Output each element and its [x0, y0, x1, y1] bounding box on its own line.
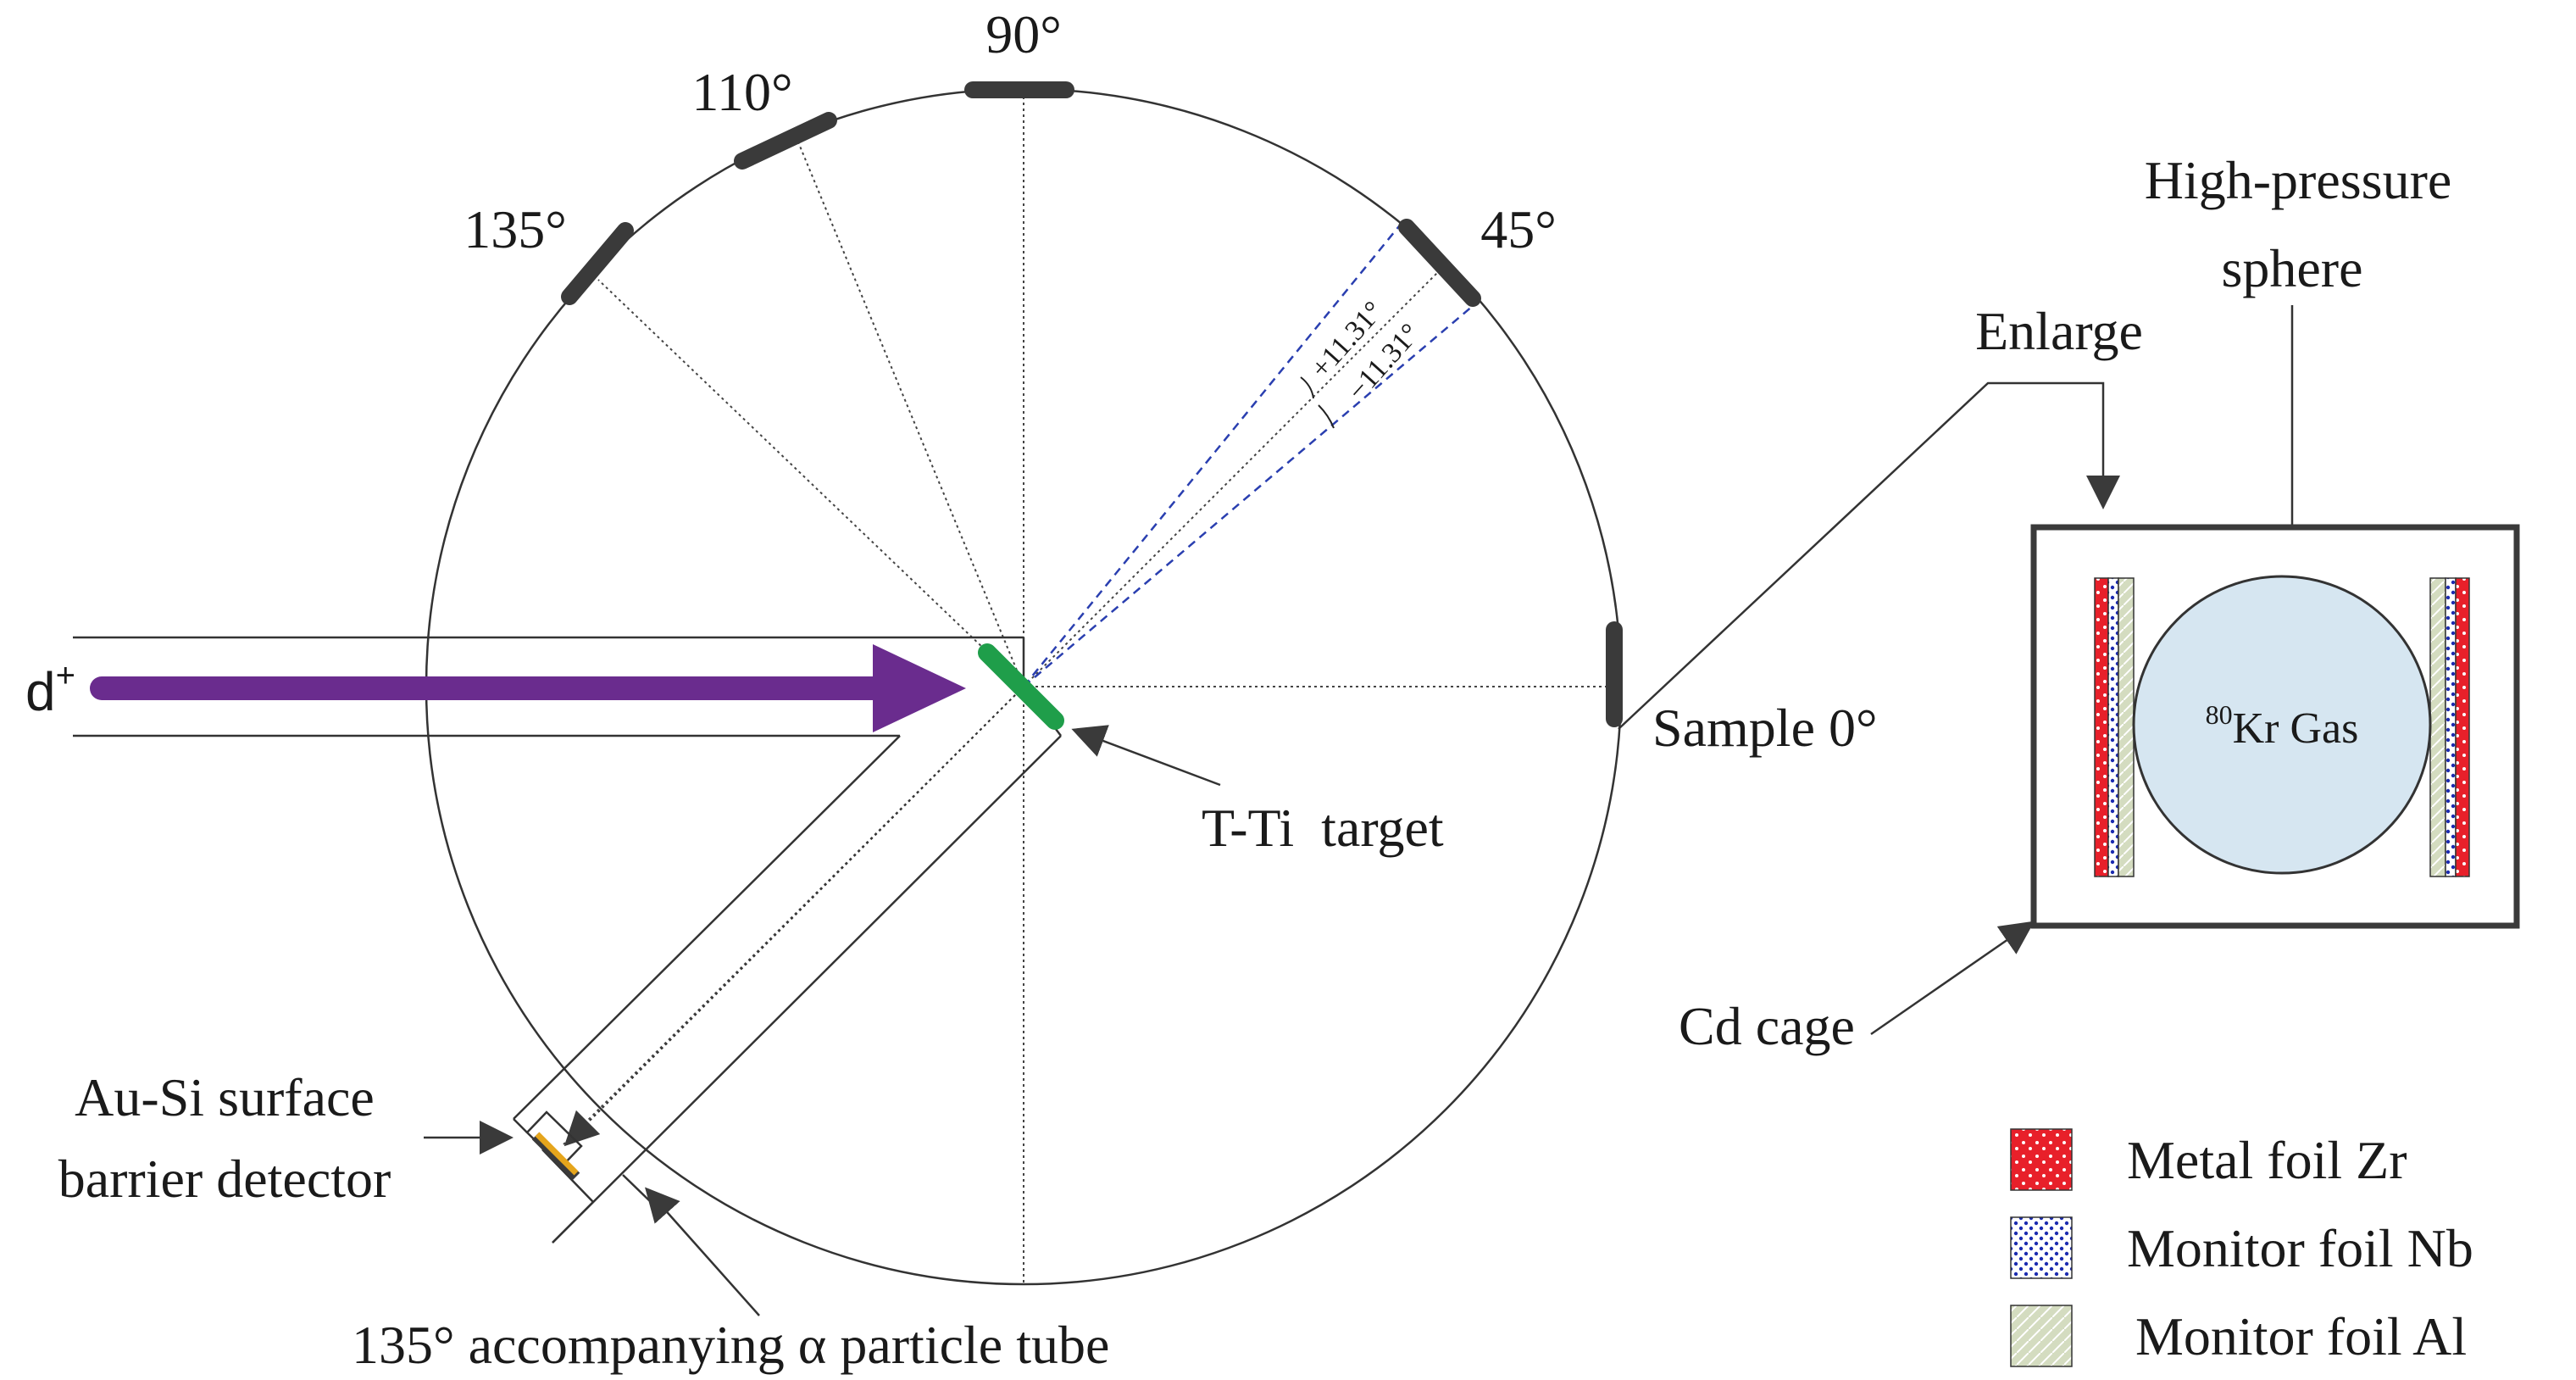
detector-label-line2: barrier detector [58, 1149, 391, 1209]
angle-45-label: 45° [1480, 199, 1557, 259]
detector-positions [561, 81, 1623, 727]
enlarge-label: Enlarge [1975, 301, 2143, 361]
legend-swatch-zr [2010, 1128, 2073, 1191]
minus-offset-arc [1318, 404, 1335, 429]
high-pressure-sphere [2132, 575, 2432, 875]
alpha-particle-tube [513, 686, 1062, 1244]
alpha-path-to-detector [564, 686, 1024, 1147]
angle-110-label: 110° [691, 62, 792, 122]
legend-swatch-nb [2010, 1216, 2073, 1279]
gas-label: 80Kr Gas [2206, 699, 2359, 753]
legend-label-zr: Metal foil Zr [2127, 1130, 2407, 1190]
target-label: T-Ti target [1202, 798, 1444, 858]
target-pointer [1071, 725, 1221, 787]
foil-stack-left [2094, 577, 2135, 877]
detector-45 [1398, 219, 1481, 307]
detector-label-line1: Au-Si surface [75, 1067, 375, 1127]
detector-135 [561, 222, 634, 305]
sphere-label-line2: sphere [2221, 238, 2362, 298]
plus-offset-arc [1300, 376, 1314, 399]
alpha-tube-label: 135° accompanying α particle tube [352, 1315, 1109, 1375]
alpha-tube-pointer [645, 1187, 760, 1316]
cd-cage-label: Cd cage [1679, 996, 1855, 1056]
angle-90-label: 90° [985, 4, 1062, 64]
legend-label-nb: Monitor foil Nb [2127, 1218, 2473, 1278]
legend-swatch-al [2010, 1305, 2073, 1367]
deuteron-beam-arrowhead [873, 644, 966, 732]
foil-stack-right [2429, 577, 2470, 877]
angle-135-label: 135° [464, 199, 567, 259]
beam-label: d+ [25, 657, 75, 722]
t-ti-target [978, 643, 1064, 730]
sample-0-label: Sample 0° [1652, 698, 1878, 758]
au-si-detector-gold [535, 1132, 579, 1176]
legend-label-al: Monitor foil Al [2135, 1306, 2467, 1366]
enlarge-connector [1618, 381, 2120, 730]
sphere-label-line1: High-pressure [2145, 150, 2452, 210]
angular-acceptance-cone [1023, 221, 1480, 687]
detector-110 [734, 112, 837, 170]
cd-cage-pointer [1870, 921, 2035, 1036]
